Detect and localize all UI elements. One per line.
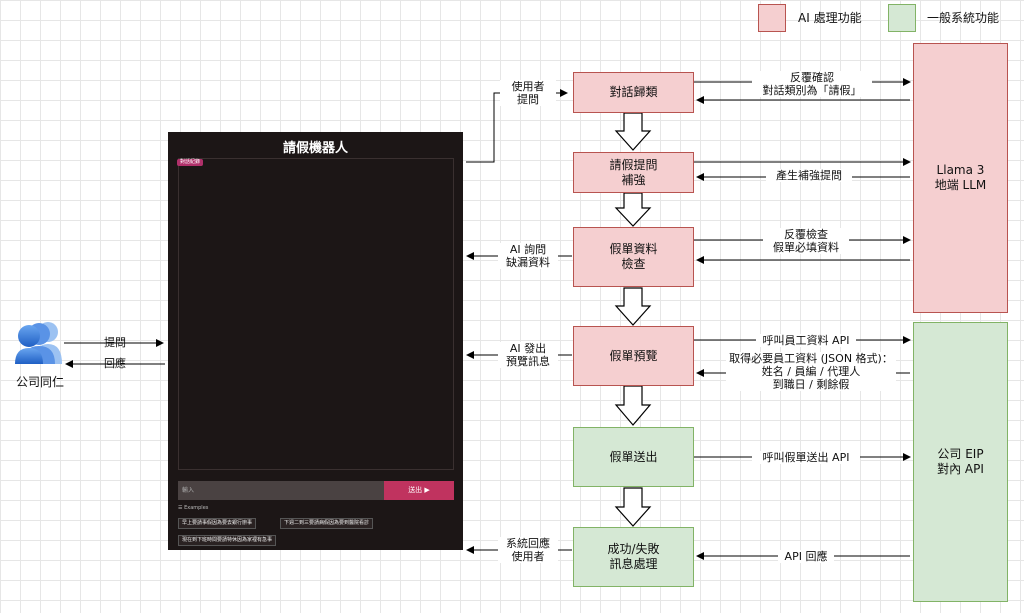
legend-system-swatch [888, 4, 916, 32]
label-ai-ask-missing: AI 詢問 缺漏資料 [498, 243, 558, 269]
block-arrow-1 [614, 112, 652, 151]
legend-ai-swatch [758, 4, 786, 32]
chatbot-title: 請假機器人 [282, 141, 348, 156]
process-submit: 假單送出 [573, 427, 694, 487]
example-button-2[interactable]: 下週二到三要請病假因為要到醫院看診 [280, 518, 374, 529]
edge-label-gen-prompt: 產生補強提問 [766, 169, 852, 182]
send-button[interactable]: 送出 ▶ [384, 481, 454, 500]
process-check: 假單資料 檢查 [573, 227, 694, 287]
process-augment: 請假提問 補強 [573, 152, 694, 193]
edge-label-check-fields: 反覆檢查 假單必填資料 [763, 228, 849, 254]
chat-input[interactable]: 輸入 [178, 481, 384, 500]
block-arrow-3 [614, 287, 652, 326]
block-arrow-5 [614, 487, 652, 527]
chat-history-area [178, 158, 454, 470]
eip-box: 公司 EIP 對內 API [913, 322, 1008, 602]
user-label: 公司同仁 [15, 375, 64, 389]
block-arrow-4 [614, 385, 652, 426]
label-ai-preview: AI 發出 預覽訊息 [498, 342, 558, 368]
legend-system-label: 一般系統功能 [927, 11, 1000, 25]
chatbot-window: 請假機器人 輸入 送出 ▶ ☰ Examples 早上要請事假因為要去銀行辦事 … [168, 132, 463, 550]
examples-title: ☰ Examples [178, 505, 209, 511]
edge-label-get-employee-data: 取得必要員工資料 (JSON 格式)： 姓名 / 員編 / 代理人 到職日 / … [726, 352, 896, 391]
block-arrow-2 [614, 192, 652, 227]
process-result: 成功/失敗 訊息處理 [573, 527, 694, 587]
edge-label-confirm: 反覆確認 對話類別為「請假」 [752, 71, 872, 97]
edge-label-call-submit-api: 呼叫假單送出 API [752, 451, 860, 464]
llm-box: Llama 3 地端 LLM [913, 43, 1008, 313]
edge-label-call-employee-api: 呼叫員工資料 API [756, 334, 856, 347]
edge-label-api-reply: API 回應 [778, 550, 834, 563]
example-button-3[interactable]: 現在到下班時間要請特休因為家裡有急事 [178, 535, 277, 546]
edge-user-ask-label: 提問 [104, 336, 126, 349]
edge-user-reply-label: 回應 [104, 357, 126, 370]
example-button-1[interactable]: 早上要請事假因為要去銀行辦事 [178, 518, 257, 529]
label-system-reply: 系統回應 使用者 [498, 537, 558, 563]
legend-ai-label: AI 處理功能 [798, 11, 862, 25]
process-preview: 假單預覽 [573, 326, 694, 386]
process-classify: 對話歸類 [573, 72, 694, 113]
chat-history-tag: 對話紀錄 [177, 159, 204, 166]
label-user-question: 使用者 提問 [500, 80, 556, 106]
users-icon [14, 318, 64, 366]
